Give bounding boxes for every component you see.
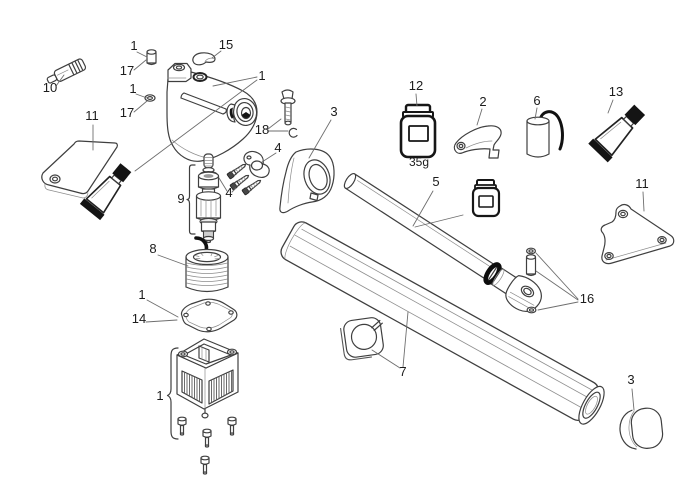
callout-12: 12 — [409, 78, 423, 93]
callout-1-gasket: 1 — [138, 287, 145, 302]
callout-2: 2 — [479, 94, 486, 109]
callout-labels: 10 1 17 1 17 15 1 18 3 4 4 9 8 1 14 1 11… — [43, 37, 649, 403]
callout-1-block: 1 — [156, 388, 163, 403]
end-cap — [619, 407, 664, 450]
callout-11-left: 11 — [85, 108, 99, 123]
callout-13: 13 — [609, 84, 623, 99]
jar-weight-label: 35g — [409, 155, 429, 169]
motor-housing — [166, 338, 239, 475]
grease-tube-right — [588, 104, 646, 163]
capacitor-wire — [538, 110, 564, 151]
callout-15: 15 — [219, 37, 233, 52]
clip-part — [192, 52, 216, 66]
bracket-plate-left — [41, 140, 118, 199]
outer-boom-tube — [280, 221, 605, 425]
bracket-plate-right — [600, 203, 675, 265]
callout-1-pin: 1 — [130, 38, 137, 53]
armature — [186, 153, 222, 244]
mounting-screws — [177, 416, 237, 475]
callout-18: 18 — [255, 122, 269, 137]
pin-part — [146, 49, 157, 66]
callout-17-oring: 17 — [120, 105, 134, 120]
gasket — [180, 298, 238, 333]
pin-and-orings — [525, 247, 537, 314]
capacitor — [526, 110, 564, 158]
grease-tube-left — [79, 163, 132, 221]
callout-8: 8 — [149, 241, 156, 256]
coupler-part — [46, 58, 87, 84]
o-ring-part — [144, 94, 156, 102]
leader-lines — [55, 50, 645, 411]
callout-6: 6 — [533, 93, 540, 108]
callout-3-guard: 3 — [330, 104, 337, 119]
callout-14: 14 — [132, 311, 146, 326]
callout-10: 10 — [43, 80, 57, 95]
callout-1-housing: 1 — [258, 68, 265, 83]
callout-9: 9 — [177, 191, 184, 206]
drive-shaft-tube — [343, 172, 542, 313]
locking-lever — [453, 125, 502, 159]
callout-1-oring: 1 — [129, 81, 136, 96]
callout-16: 16 — [580, 291, 594, 306]
callout-5: 5 — [432, 174, 439, 189]
guard-cone — [279, 148, 335, 214]
callout-17-pin: 17 — [120, 63, 134, 78]
clamp-screws — [226, 163, 262, 196]
callout-3-cap: 3 — [627, 372, 634, 387]
bolt-and-clip — [280, 89, 298, 138]
callout-11-right: 11 — [635, 176, 649, 191]
saddle-clamp — [243, 150, 270, 178]
bracket-1 — [166, 347, 179, 440]
gear-housing — [166, 62, 258, 162]
stator — [185, 236, 229, 293]
callout-7: 7 — [399, 364, 406, 379]
bracket-9 — [186, 164, 196, 235]
callout-4-screws: 4 — [225, 185, 232, 200]
grease-jar — [399, 103, 437, 159]
callout-4-clamp: 4 — [274, 140, 281, 155]
clamp-ring — [339, 317, 384, 361]
grease-jar-small — [471, 179, 501, 218]
